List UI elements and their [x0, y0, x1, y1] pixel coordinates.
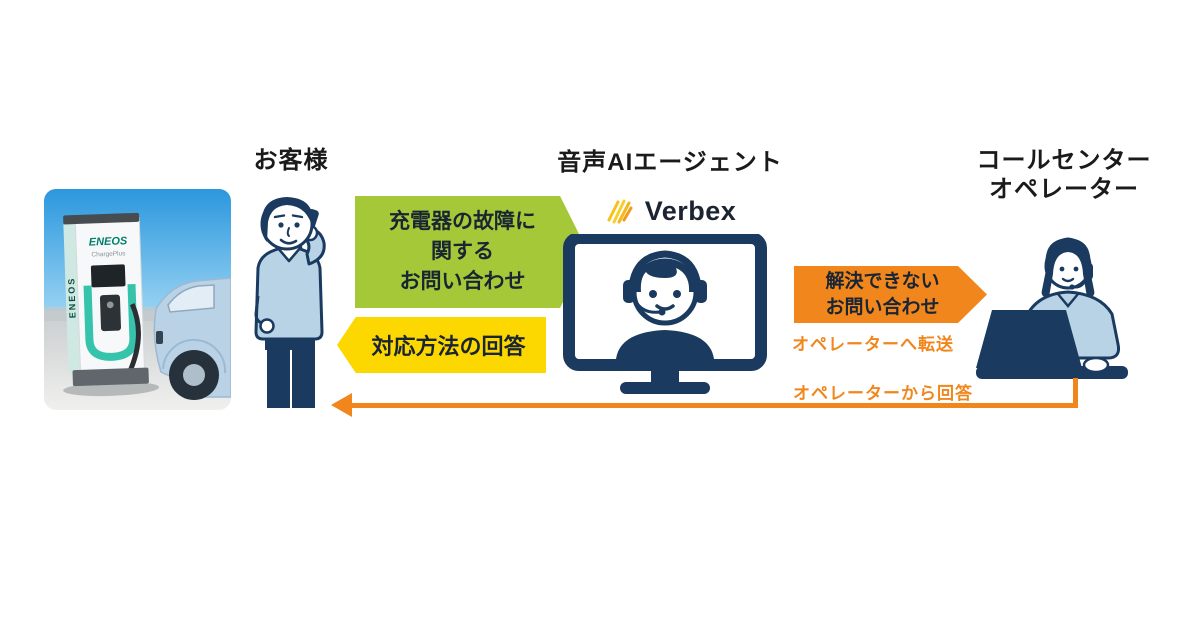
- inquiry-arrow-line1: 充電器の故障に: [389, 210, 536, 233]
- headset-agent-icon: [616, 250, 714, 359]
- ev-car: [153, 277, 231, 400]
- inquiry-arrow: 充電器の故障に 関する お問い合わせ: [355, 196, 588, 308]
- charger-connector-dock: [99, 294, 122, 332]
- customer-on-phone-illustration: [254, 197, 326, 408]
- reply-line-horizontal: [350, 403, 1078, 408]
- answer-arrow: 対応方法の回答: [337, 317, 546, 373]
- escalation-arrow: 解決できない お問い合わせ: [794, 266, 987, 323]
- escalation-arrow-line1: 解決できない: [825, 270, 940, 292]
- headset-earcup: [1084, 263, 1093, 280]
- charger-teal-accent: [83, 283, 138, 361]
- monitor-stand: [651, 365, 679, 382]
- operator-title-line2: オペレーター: [989, 176, 1139, 203]
- verbex-logo: Verbex: [560, 190, 780, 232]
- inquiry-arrow-line3: お問い合わせ: [399, 270, 526, 293]
- reply-line-vertical: [1073, 378, 1078, 408]
- operator-title-line1: コールセンター: [976, 147, 1152, 174]
- operator-at-laptop-illustration: [976, 237, 1128, 379]
- charger-sub-brand-text: ChargePlus: [91, 250, 126, 258]
- operator-hand: [1082, 356, 1110, 374]
- ev-charger-illustration: ENEOS ENEOS ChargePlus: [44, 189, 231, 410]
- transfer-caption: オペレーターへ転送: [792, 335, 954, 354]
- laptop-screen: [976, 310, 1082, 368]
- escalation-arrow-line2: お問い合わせ: [825, 296, 940, 318]
- ai-agent-monitor-illustration: [563, 234, 767, 394]
- charger-screen: [90, 264, 126, 288]
- answer-arrow-text: 対応方法の回答: [371, 334, 526, 359]
- monitor-base: [620, 382, 710, 394]
- operator-hair: [1041, 238, 1095, 298]
- inquiry-arrow-line2: 関する: [431, 240, 494, 263]
- charger-brand-text: ENEOS: [89, 235, 129, 248]
- ev-charger-photo: ENEOS ENEOS ChargePlus: [44, 189, 231, 410]
- headset-band: [1046, 237, 1090, 257]
- verbex-brand-text: Verbex: [644, 195, 737, 226]
- charger-side-brand-text: ENEOS: [66, 277, 77, 319]
- reply-caption: オペレーターから回答: [793, 384, 973, 403]
- ai-agent-title: 音声AIエージェント: [557, 149, 783, 176]
- verbex-waveform-icon: [607, 199, 633, 224]
- charger-unit: ENEOS ENEOS ChargePlus: [63, 212, 160, 397]
- reply-arrowhead-icon: [331, 393, 352, 417]
- charging-cable: [126, 303, 141, 376]
- customer-title: お客様: [253, 147, 329, 174]
